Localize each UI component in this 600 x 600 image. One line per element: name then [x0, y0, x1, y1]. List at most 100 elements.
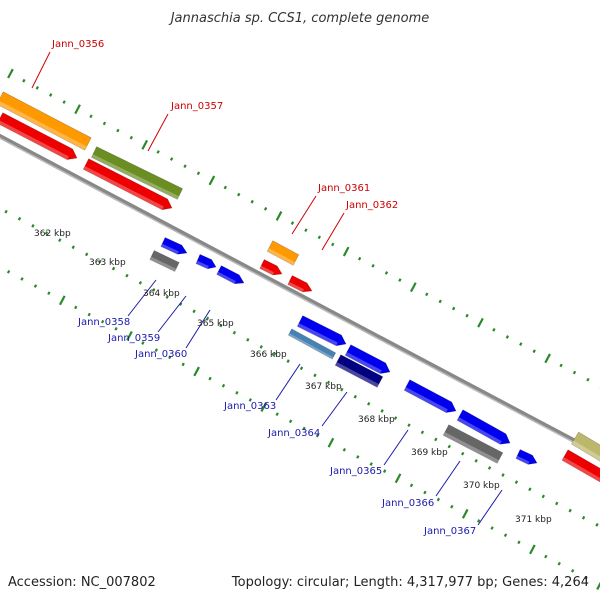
tick-mark — [474, 458, 478, 463]
tick-mark — [58, 238, 62, 242]
gene-label-reverse: Jann_0358 — [77, 317, 130, 328]
tick-mark — [47, 291, 51, 296]
tick-mark — [586, 377, 590, 382]
tick-mark — [6, 269, 11, 274]
tick-mark — [380, 409, 384, 413]
tick-mark — [357, 256, 362, 261]
tick-mark — [342, 447, 347, 452]
kbp-label: 364 kbp — [143, 289, 180, 299]
tick-mark — [263, 207, 268, 211]
tick-mark — [461, 508, 469, 519]
gene-feature — [442, 424, 504, 464]
gene-feature-highlight — [267, 248, 295, 266]
tick-mark — [183, 164, 187, 168]
tick-mark — [584, 576, 588, 580]
tick-mark — [528, 487, 532, 492]
label-leader — [321, 391, 348, 427]
label-leader — [275, 363, 301, 401]
tick-mark — [286, 359, 290, 363]
tick-mark — [340, 387, 344, 392]
gene-feature — [0, 112, 78, 160]
gene-label-forward: Jann_0361 — [317, 183, 370, 194]
tick-mark — [273, 352, 277, 356]
gene-label-forward: Jann_0362 — [345, 200, 398, 211]
tick-mark — [33, 284, 38, 288]
gene-feature — [82, 158, 173, 211]
gene-feature — [403, 379, 457, 413]
tick-mark — [35, 86, 39, 90]
gene-feature-highlight — [457, 417, 502, 445]
tick-mark — [302, 426, 306, 431]
tick-mark — [154, 348, 158, 352]
gene-feature-highlight — [404, 387, 448, 413]
tick-mark — [208, 175, 216, 186]
tick-mark — [22, 78, 26, 83]
tick-mark — [541, 494, 545, 499]
tick-mark — [438, 299, 442, 304]
gene-feature-highlight — [562, 457, 600, 483]
label-leader — [291, 195, 317, 235]
tick-mark — [260, 402, 268, 413]
gene-label-reverse: Jann_0367 — [423, 526, 476, 537]
tick-mark — [304, 228, 308, 233]
gene-label-reverse: Jann_0363 — [223, 401, 276, 412]
gene-feature — [91, 146, 183, 200]
gene-feature-highlight — [216, 271, 236, 284]
tick-mark — [126, 330, 133, 341]
gene-feature-highlight — [259, 265, 275, 275]
tick-mark — [490, 526, 494, 530]
tick-mark — [450, 504, 454, 509]
tick-mark — [425, 292, 429, 297]
tick-mark — [237, 192, 241, 197]
tick-mark — [181, 362, 185, 367]
tick-mark — [84, 252, 89, 257]
tick-mark — [74, 305, 78, 310]
tick-mark — [317, 235, 321, 240]
tick-mark — [555, 501, 559, 506]
kbp-label: 367 kbp — [305, 382, 342, 392]
tick-mark — [342, 246, 350, 257]
kbp-label: 362 kbp — [34, 229, 71, 239]
map-title: Jannaschia sp. CCS1, complete genome — [168, 11, 430, 26]
label-leader — [31, 51, 51, 89]
tick-mark — [49, 93, 53, 97]
tick-mark — [275, 412, 279, 417]
tick-mark — [129, 135, 133, 140]
tick-mark — [420, 430, 425, 435]
gene-feature — [344, 344, 391, 374]
kbp-label: 365 kbp — [197, 319, 234, 329]
tick-mark — [394, 473, 402, 484]
label-leader — [435, 460, 461, 497]
tick-mark — [152, 288, 156, 292]
tick-mark — [20, 277, 24, 281]
label-leader — [321, 212, 345, 251]
tick-mark — [169, 157, 174, 161]
gene-feature — [0, 91, 92, 151]
tick-mark — [570, 568, 575, 573]
tick-mark — [410, 282, 417, 293]
kbp-label: 368 kbp — [358, 415, 395, 425]
tick-mark — [436, 497, 441, 502]
tick-mark — [423, 490, 427, 495]
gene-feature-highlight — [443, 432, 499, 464]
gene-feature-highlight — [160, 243, 179, 255]
gene-feature — [296, 315, 347, 347]
tick-mark — [313, 373, 317, 378]
gene-feature — [259, 259, 283, 276]
tick-mark — [398, 278, 402, 282]
gene-feature-highlight — [345, 352, 382, 374]
tick-mark — [299, 366, 304, 371]
tick-mark — [382, 469, 387, 473]
tick-mark — [71, 245, 75, 250]
gene-feature-highlight — [83, 166, 164, 210]
tick-mark — [409, 483, 414, 488]
tick-mark — [451, 306, 456, 311]
tick-mark — [369, 462, 373, 466]
gene-feature — [216, 265, 245, 285]
tick-mark — [125, 273, 129, 278]
tick-mark — [114, 326, 118, 331]
tick-mark — [196, 171, 201, 176]
tick-mark — [288, 419, 293, 424]
label-leader — [127, 279, 157, 317]
tick-mark — [434, 437, 438, 442]
